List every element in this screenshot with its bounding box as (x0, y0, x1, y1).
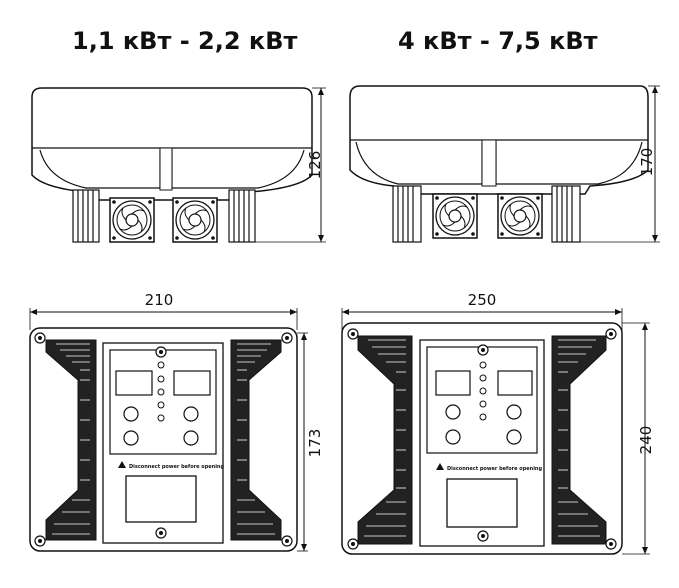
right-front-width-label: 250 (468, 291, 497, 309)
right-side-height-label: 170 (638, 148, 656, 177)
left-front-view (29, 308, 308, 552)
right-variant-title: 4 кВт - 7,5 кВт (398, 27, 598, 55)
right-front-height-label: 240 (637, 426, 655, 455)
left-variant-title: 1,1 кВт - 2,2 кВт (72, 27, 298, 55)
left-side-view (31, 87, 326, 243)
left-warning-text: Disconnect power before opening (129, 464, 224, 470)
right-warning-text: Disconnect power before opening (447, 466, 542, 472)
left-front-height-label: 173 (306, 429, 324, 458)
right-side-view (349, 85, 660, 243)
left-front-width-label: 210 (145, 291, 174, 309)
left-side-height-label: 126 (306, 151, 324, 180)
right-front-view (341, 308, 650, 555)
